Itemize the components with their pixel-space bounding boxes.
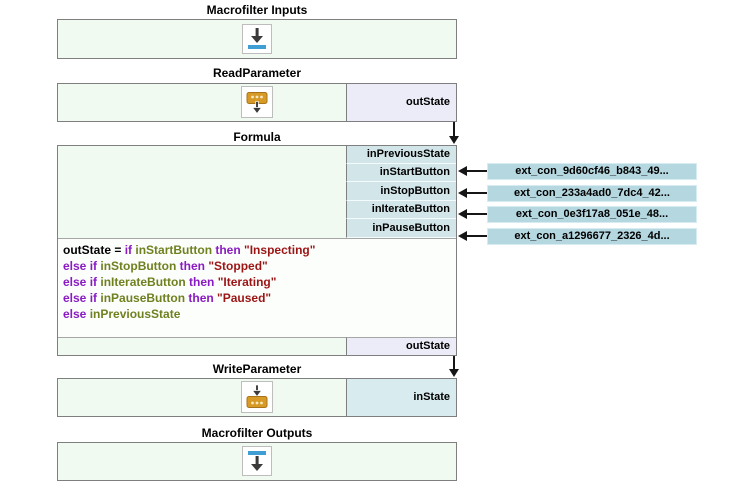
write-parameter-icon [241,381,273,413]
formula-code[interactable]: outState = if inStartButton then "Inspec… [58,238,456,337]
ext-con-label-1[interactable]: ext_con_9d60cf46_b843_49... [487,163,697,180]
formula-port-inpausebutton[interactable]: inPauseButton [346,219,456,238]
write-parameter-title: WriteParameter [212,362,302,376]
connection-extcon2 [466,192,487,194]
ext-con-label-2[interactable]: ext_con_233a4ad0_7dc4_42... [487,185,697,202]
connection-extcon1 [466,170,487,172]
macrofilter-outputs-title: Macrofilter Outputs [201,426,313,440]
ext-con-label-3[interactable]: ext_con_0e3f17a8_051e_48... [487,206,697,223]
macrofilter-input-icon [242,24,272,54]
formula-port-instopbutton[interactable]: inStopButton [346,182,456,201]
read-parameter-icon [241,86,273,118]
connection-extcon3 [466,213,487,215]
read-parameter-outstate-port[interactable]: outState [346,84,456,121]
formula-port-instartbutton[interactable]: inStartButton [346,164,456,182]
macrofilter-inputs-title: Macrofilter Inputs [206,3,308,17]
macrofilter-output-icon [242,446,272,476]
write-parameter-instate-port[interactable]: inState [346,379,456,416]
arrow-left-icon [458,188,467,198]
formula-port-initeratebutton[interactable]: inIterateButton [346,201,456,219]
formula-title: Formula [233,130,281,144]
formula-bottom-row [58,337,346,355]
arrow-left-icon [458,209,467,219]
connection-outstate-to-instate [453,356,455,369]
arrow-down-icon [449,136,459,144]
connection-extcon4 [466,235,487,237]
read-parameter-title: ReadParameter [212,66,302,80]
arrow-left-icon [458,231,467,241]
formula-port-inpreviousstate[interactable]: inPreviousState [346,146,456,164]
arrow-down-icon [449,369,459,377]
ext-con-label-4[interactable]: ext_con_a1296677_2326_4d... [487,228,697,245]
connection-outstate-to-inpreviousstate [453,122,455,136]
formula-outstate-port[interactable]: outState [346,337,456,355]
arrow-left-icon [458,166,467,176]
